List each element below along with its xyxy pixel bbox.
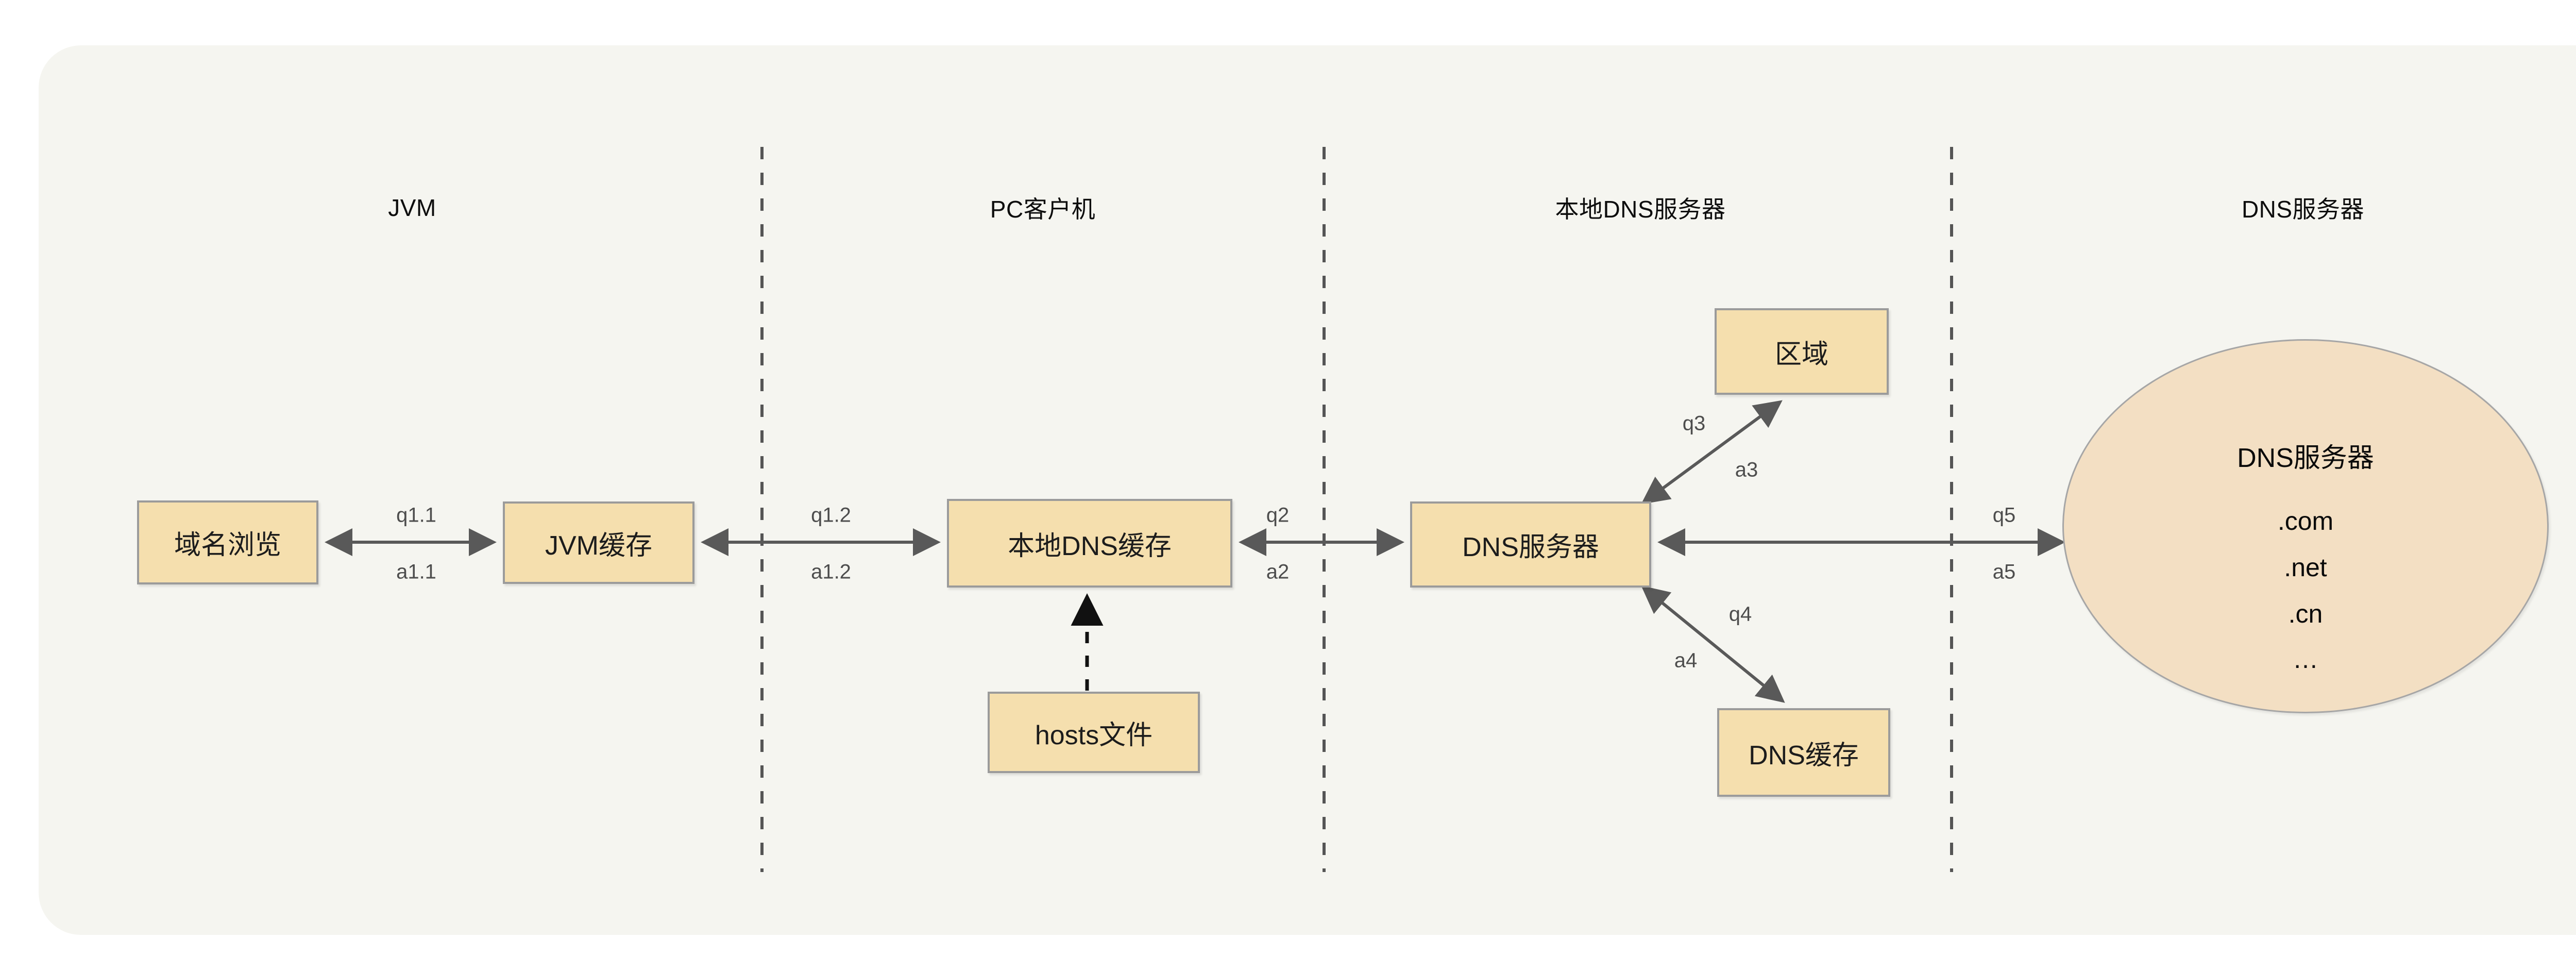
node-zone[interactable]: 区域 (1715, 308, 1889, 395)
lane-title-local-dns-server: 本地DNS服务器 (1555, 196, 1726, 223)
cloud-tld-net: .net (2284, 553, 2327, 582)
lane-title-pc-client: PC客户机 (990, 196, 1096, 223)
node-dns-server[interactable]: DNS服务器 (1410, 501, 1651, 588)
edge-label-q5: q5 (1992, 504, 2016, 527)
edge-label-a1-2: a1.2 (811, 560, 851, 583)
edge-label-q3: q3 (1682, 412, 1706, 435)
node-dns-cache[interactable]: DNS缓存 (1717, 708, 1890, 797)
connector-q3 (1641, 400, 1783, 505)
cloud-tld-com: .com (2277, 507, 2334, 535)
node-local-dns-cache[interactable]: 本地DNS缓存 (947, 499, 1232, 588)
node-jvm-cache[interactable]: JVM缓存 (503, 501, 694, 584)
edge-label-q1-1: q1.1 (396, 504, 436, 527)
lane-title-dns-server: DNS服务器 (2241, 196, 2365, 223)
edge-label-a1-1: a1.1 (396, 560, 436, 583)
edge-label-a4: a4 (1674, 649, 1698, 672)
edge-label-q2: q2 (1266, 504, 1290, 527)
edge-label-q1-2: q1.2 (811, 504, 851, 527)
edge-label-a5: a5 (1992, 560, 2016, 583)
cloud-title: DNS服务器 (2237, 443, 2374, 473)
node-domain-browse[interactable]: 域名浏览 (137, 500, 318, 584)
lane-title-jvm: JVM (388, 194, 436, 221)
connector-q4 (1641, 585, 1785, 703)
edge-label-q4: q4 (1728, 602, 1752, 626)
edge-label-a2: a2 (1266, 560, 1290, 583)
dns-server-cloud[interactable] (2062, 339, 2549, 713)
cloud-tld-ellipsis: … (2293, 645, 2318, 674)
edge-label-a3: a3 (1735, 458, 1758, 481)
node-hosts-file[interactable]: hosts文件 (988, 692, 1200, 773)
cloud-tld-cn: .cn (2288, 599, 2323, 628)
